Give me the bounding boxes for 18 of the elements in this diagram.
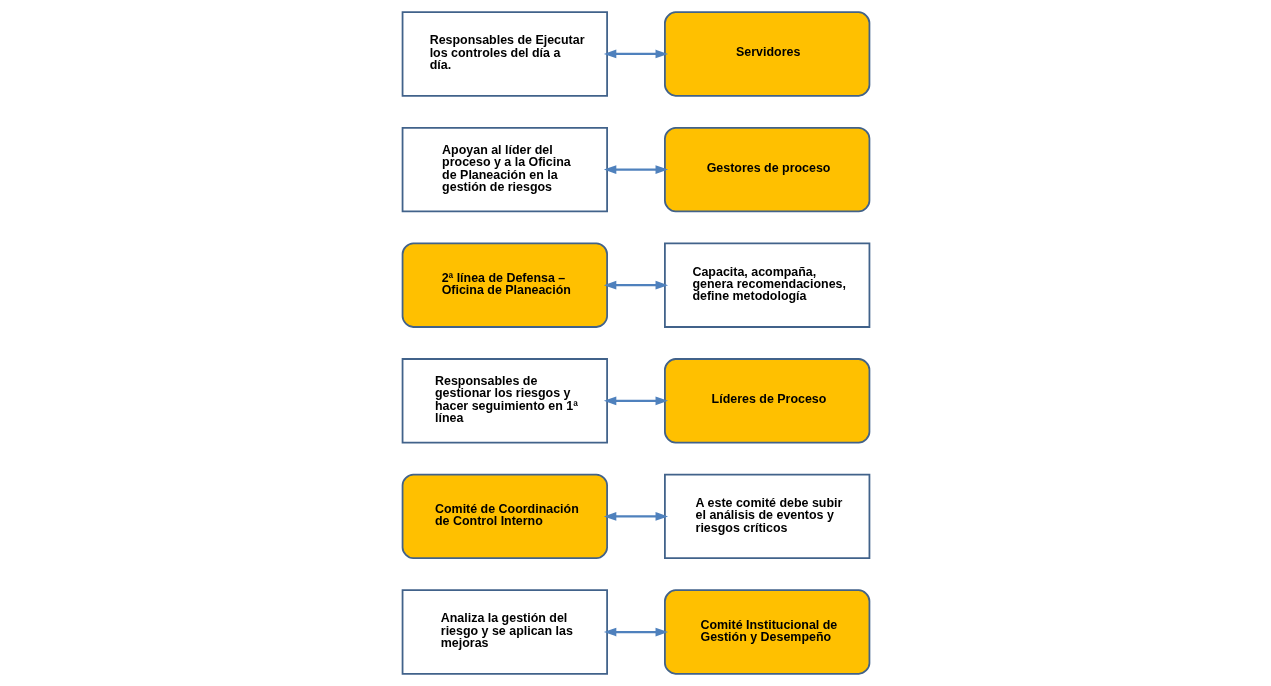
arrow (603, 49, 668, 59)
node-box: Apoyan al líder del proceso y a la Oficina de Planeación en la gestión de riesgos (401, 126, 608, 213)
arrow (603, 396, 668, 406)
node-box: A este comité debe subir el análisis de eventos y riesgos críticos (663, 473, 870, 560)
node-box: Servidores (663, 11, 870, 97)
node-box: 2ª línea de Defensa – Oficina de Planeación (401, 242, 608, 328)
arrow (603, 165, 668, 174)
node-box: Líderes de Proceso (663, 358, 870, 444)
node-box: Responsables de gestionar los riesgos y hacer seguimiento en 1ª línea (401, 358, 608, 444)
arrow (603, 627, 668, 637)
node-box: Responsables de Ejecutar los controles del día a día. (401, 11, 608, 97)
arrow (603, 280, 668, 290)
node-box: Comité Institucional de Gestión y Desempeño (663, 589, 870, 675)
arrow (603, 512, 668, 521)
node-box: Comité de Coordinación de Control Interno (401, 473, 608, 560)
node-box: Capacita, acompaña, genera recomendaciones, define metodología (663, 242, 870, 328)
node-box: Gestores de proceso (663, 126, 870, 213)
node-box: Analiza la gestión del riesgo y se aplican las mejoras (401, 589, 608, 675)
